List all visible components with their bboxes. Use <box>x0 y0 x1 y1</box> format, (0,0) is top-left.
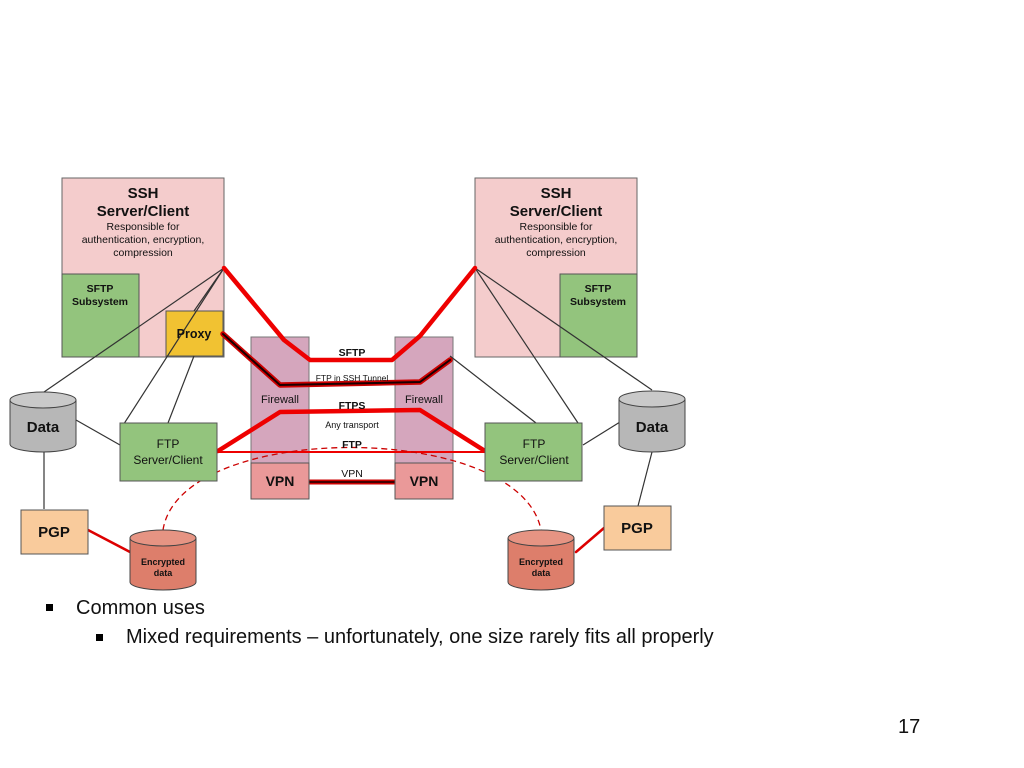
right-encrypted-label-2: data <box>532 568 552 578</box>
left-sftp-box <box>61 273 140 358</box>
right-vpn-box <box>394 462 454 500</box>
left-pgp-label: PGP <box>38 524 70 541</box>
left-ftp-box <box>119 422 218 482</box>
left-ssh-desc-1: Responsible for <box>107 221 180 233</box>
left-pgp-link <box>86 528 132 554</box>
left-ssh-desc-3: compression <box>113 247 173 259</box>
bullet-list: Common uses Mixed requirements – unfortu… <box>44 594 804 653</box>
ftp-ssh-tunnel-link-core <box>222 333 451 386</box>
left-data-cylinder <box>9 391 77 453</box>
left-pgp-box <box>20 509 89 555</box>
right-ssh-desc-1: Responsible for <box>520 221 593 233</box>
ftp-ssh-tunnel-label: FTP in SSH Tunnel <box>316 373 389 383</box>
ftps-link-label: FTPS <box>339 400 366 412</box>
right-encrypted-label-1: Encrypted <box>519 557 563 567</box>
right-data-cylinder <box>618 390 686 453</box>
left-sftp-label-1: SFTP <box>87 283 114 295</box>
left-encrypted-cylinder <box>129 529 197 591</box>
right-pgp-box <box>603 505 672 551</box>
left-encrypted-label-1: Encrypted <box>141 557 185 567</box>
left-ssh-desc-2: authentication, encryption, <box>82 234 205 246</box>
right-encrypted-cylinder <box>507 529 575 591</box>
any-transport-label: Any transport <box>325 420 379 430</box>
ftps-link <box>215 407 488 454</box>
left-ssh-title-1: SSH <box>128 185 159 202</box>
connector-lines <box>43 267 653 509</box>
right-ssh-desc-2: authentication, encryption, <box>495 234 618 246</box>
left-firewall-label: Firewall <box>261 394 299 406</box>
sftp-link <box>221 265 478 363</box>
right-vpn-label: VPN <box>410 473 439 489</box>
bullet-common-uses: Common uses <box>44 594 804 622</box>
page-number: 17 <box>898 716 921 738</box>
proxy-label: Proxy <box>177 327 212 341</box>
right-data-label: Data <box>636 419 669 436</box>
right-ssh-title-2: Server/Client <box>510 203 603 220</box>
right-firewall <box>394 336 454 466</box>
left-firewall <box>250 336 310 466</box>
right-pgp-label: PGP <box>621 520 653 537</box>
left-vpn-label: VPN <box>266 473 295 489</box>
sftp-link-label: SFTP <box>339 347 366 359</box>
encrypted-transfer-arc <box>162 446 542 531</box>
ftp-link-label: FTP <box>342 439 362 451</box>
left-ftp-label-1: FTP <box>157 437 180 451</box>
proxy-box <box>165 310 224 357</box>
right-ssh-title-1: SSH <box>541 185 572 202</box>
left-ftp-label-2: Server/Client <box>133 453 203 467</box>
protocol-diagram: SSH Server/Client Responsible for authen… <box>9 177 686 591</box>
red-links <box>86 265 606 554</box>
right-ftp-label-2: Server/Client <box>499 453 569 467</box>
bullet-mixed-requirements: Mixed requirements – unfortunately, one … <box>94 622 766 653</box>
left-data-label: Data <box>27 419 60 436</box>
vpn-link-label: VPN <box>341 468 363 480</box>
right-ssh-desc-3: compression <box>526 247 586 259</box>
right-sftp-label-1: SFTP <box>585 283 612 295</box>
right-ftp-label-1: FTP <box>523 437 546 451</box>
left-sftp-label-2: Subsystem <box>72 296 128 308</box>
right-firewall-label: Firewall <box>405 394 443 406</box>
left-encrypted-label-2: data <box>154 568 174 578</box>
left-vpn-box <box>250 462 310 500</box>
right-sftp-box <box>559 273 638 358</box>
right-ftp-box <box>484 422 583 482</box>
right-sftp-label-2: Subsystem <box>570 296 626 308</box>
left-ssh-title-2: Server/Client <box>97 203 190 220</box>
right-pgp-link <box>574 526 606 554</box>
